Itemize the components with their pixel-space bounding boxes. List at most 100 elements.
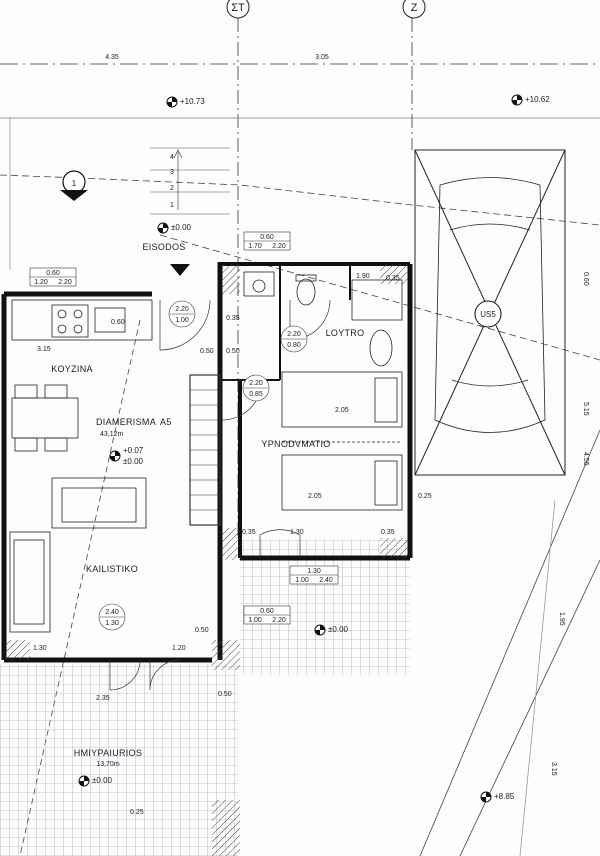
svg-text:1.30: 1.30	[290, 529, 304, 536]
svg-text:US5: US5	[480, 310, 496, 319]
axis-marker-z: Z	[402, 0, 426, 19]
stair-step-3: 3	[170, 169, 174, 176]
svg-text:±0.00: ±0.00	[92, 776, 113, 785]
door-spec: 2.40 1.30	[98, 603, 126, 631]
svg-text:0.60: 0.60	[46, 270, 60, 277]
svg-text:1.90: 1.90	[356, 273, 370, 280]
svg-text:1.30: 1.30	[33, 645, 47, 652]
svg-text:1.20: 1.20	[172, 645, 186, 652]
svg-text:±0.00: ±0.00	[123, 457, 144, 466]
svg-text:0.60: 0.60	[582, 272, 589, 286]
beds	[281, 371, 403, 511]
dimension-labels: 0.35 1.90 0.35 0.60 0.50 3.15 0.50 2.05 …	[33, 273, 432, 816]
level-marker: ±0.00	[157, 222, 192, 234]
svg-text:0.50: 0.50	[218, 691, 232, 698]
svg-text:+10.73: +10.73	[180, 97, 205, 106]
svg-text:2.20: 2.20	[287, 331, 301, 338]
svg-text:0.60: 0.60	[260, 608, 274, 615]
svg-text:0.60: 0.60	[260, 234, 274, 241]
level-marker: +10.62	[511, 94, 550, 106]
svg-text:1.00: 1.00	[175, 317, 189, 324]
door-spec: 2.20 0.80	[280, 325, 308, 353]
opening-spec: 0.60 1.20 2.20	[29, 267, 77, 287]
svg-text:2.20: 2.20	[272, 617, 286, 624]
section-marker: 1	[60, 170, 88, 201]
living-furniture	[9, 477, 147, 633]
veranda-area: 13,70m	[96, 761, 120, 768]
level-marker: +10.73	[166, 96, 205, 108]
svg-text:2.35: 2.35	[96, 695, 110, 702]
level-marker: ±0.00	[314, 624, 349, 636]
svg-text:1.30: 1.30	[105, 620, 119, 627]
level-marker: ±0.00	[78, 775, 113, 787]
stair-step-1: 1	[170, 202, 174, 209]
svg-text:+0.07: +0.07	[123, 446, 144, 455]
svg-text:±0.00: ±0.00	[328, 625, 349, 634]
svg-text:0.25: 0.25	[418, 493, 432, 500]
svg-text:0.50: 0.50	[195, 627, 209, 634]
svg-text:2.20: 2.20	[249, 380, 263, 387]
room-label-bath: LOYTRO	[326, 328, 365, 338]
svg-text:1.70: 1.70	[248, 243, 262, 250]
svg-text:1.20: 1.20	[34, 279, 48, 286]
axis-grid	[0, 18, 600, 540]
room-label-entrance: EISODOS	[142, 242, 185, 252]
entrance-arrow	[170, 264, 190, 276]
svg-text:0.25: 0.25	[130, 809, 144, 816]
level-marker: +0.07 ±0.00	[109, 446, 144, 466]
svg-text:2.40: 2.40	[319, 577, 333, 584]
svg-text:2.05: 2.05	[335, 407, 349, 414]
level-marker: +8.85	[480, 791, 515, 803]
svg-text:1.00: 1.00	[248, 617, 262, 624]
right-dimension-labels: 0.60 5.15 4.55 1.95 3.15	[550, 272, 589, 776]
room-label-veranda: HMIYPAIURIOS	[74, 748, 142, 758]
svg-text:0.35: 0.35	[242, 529, 256, 536]
svg-text:1.30: 1.30	[307, 568, 321, 575]
svg-text:0.85: 0.85	[249, 391, 263, 398]
svg-text:±0.00: ±0.00	[171, 223, 192, 232]
room-label-kitchen: KOYZINA	[51, 364, 93, 374]
svg-text:2.40: 2.40	[105, 609, 119, 616]
door-spec: 2.20 1.00	[168, 300, 196, 328]
svg-text:0.50: 0.50	[200, 348, 214, 355]
svg-text:0.80: 0.80	[287, 342, 301, 349]
svg-text:0.35: 0.35	[381, 529, 395, 536]
svg-text:Z: Z	[411, 2, 418, 14]
apartment-annotation: A5	[160, 417, 172, 427]
svg-text:3.15: 3.15	[550, 762, 557, 776]
svg-text:0.50: 0.50	[226, 348, 240, 355]
stair-step-2: 2	[170, 185, 174, 192]
dim-top-left: 4.35	[105, 54, 119, 61]
room-label-bedroom: YPNODVMATIO	[261, 439, 330, 449]
site-lines	[0, 118, 600, 856]
svg-text:2.05: 2.05	[308, 493, 322, 500]
svg-text:1.95: 1.95	[558, 612, 565, 626]
svg-text:0.35: 0.35	[386, 275, 400, 282]
door-swings	[109, 299, 331, 691]
room-label-apartment: DIAMERISMA	[96, 417, 156, 427]
svg-text:4.55: 4.55	[582, 452, 589, 466]
kitchen-counter	[11, 299, 153, 341]
room-label-living: KAILISTIKO	[86, 564, 138, 574]
dim-top-right: 3.05	[315, 54, 329, 61]
svg-text:2.20: 2.20	[175, 306, 189, 313]
svg-text:1.00: 1.00	[295, 577, 309, 584]
svg-text:+8.85: +8.85	[494, 792, 515, 801]
veranda-tiles	[0, 665, 238, 856]
svg-text:5.15: 5.15	[582, 402, 589, 416]
svg-text:1: 1	[72, 179, 77, 188]
bath-fixtures	[243, 271, 403, 367]
opening-spec: 0.60 1.70 2.20	[243, 231, 291, 251]
internal-stair	[189, 374, 221, 526]
entrance-stairs	[150, 147, 230, 215]
opening-spec: 1.30 1.00 2.40	[289, 565, 339, 585]
svg-text:ΣΤ: ΣΤ	[231, 2, 245, 14]
svg-text:0.60: 0.60	[111, 319, 125, 326]
svg-text:2.20: 2.20	[272, 243, 286, 250]
door-spec: 2.20 0.85	[242, 374, 270, 402]
apartment-area: 43,12m	[100, 431, 124, 438]
dining-table	[11, 384, 79, 452]
svg-text:0.35: 0.35	[226, 315, 240, 322]
stair-step-4: 4	[170, 154, 174, 161]
